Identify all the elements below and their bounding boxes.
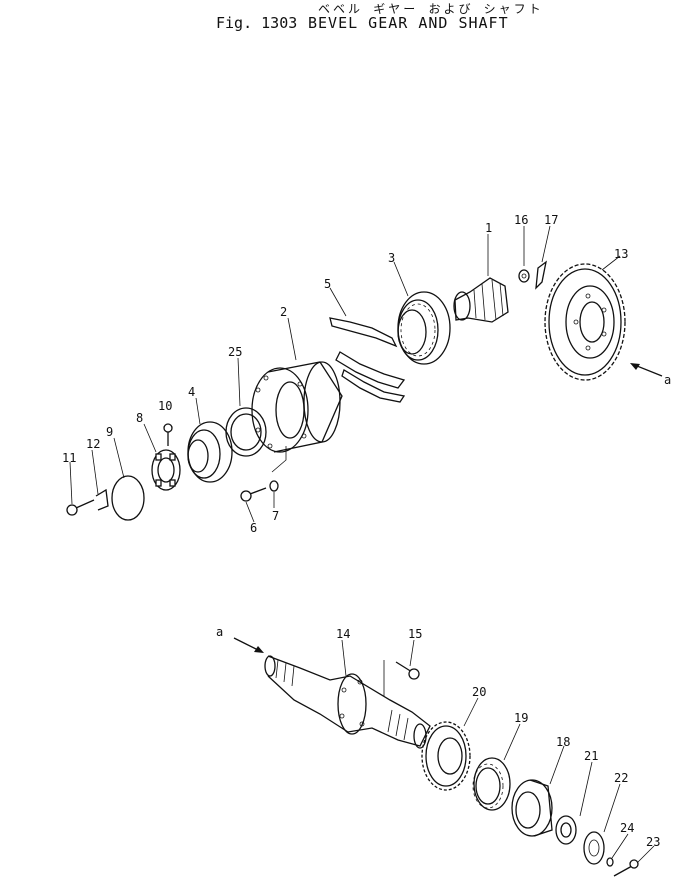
callout-7: 7 (272, 509, 279, 523)
diagram-title: BEVEL GEAR AND SHAFT (308, 14, 509, 32)
callout-8: 8 (136, 411, 143, 425)
callout-13: 13 (614, 247, 628, 261)
callout-6: 6 (250, 521, 257, 535)
callout-24: 24 (620, 821, 634, 835)
callout-14: 14 (336, 627, 350, 641)
connector-label-lower: a (216, 625, 223, 639)
connector-arrow-upper (630, 363, 663, 377)
part-1-bevel-pinion (453, 277, 509, 323)
part-8-locknut (151, 449, 181, 491)
part-24-washer (606, 857, 614, 867)
part-4-bearing (187, 421, 233, 483)
connector-arrow-lower (233, 637, 264, 653)
part-3-bearing (397, 291, 451, 365)
callout-1: 1 (485, 221, 492, 235)
part-6-bolt (240, 487, 267, 502)
part-2-housing (251, 361, 343, 473)
part-18-sleeve (511, 779, 553, 837)
part-22-lockplate (583, 831, 605, 865)
callout-16: 16 (514, 213, 528, 227)
callout-2: 2 (280, 305, 287, 319)
callout-18: 18 (556, 735, 570, 749)
figure-number: Fig. 1303 (216, 14, 298, 32)
callout-22: 22 (614, 771, 628, 785)
part-16-nut (518, 269, 530, 283)
callout-11: 11 (62, 451, 76, 465)
leader-lines-lower (341, 639, 655, 863)
part-13-ring-gear (544, 263, 626, 381)
callout-12: 12 (86, 437, 100, 451)
callout-23: 23 (646, 835, 660, 849)
callout-9: 9 (106, 425, 113, 439)
part-9-plate (111, 475, 145, 521)
part-23-bolt (613, 859, 639, 877)
part-14-shaft (264, 655, 431, 749)
callout-3: 3 (388, 251, 395, 265)
part-21-nut (555, 815, 577, 845)
leader-lines-upper (69, 225, 621, 523)
part-15-bolt (395, 661, 420, 680)
part-20-gear (421, 721, 471, 791)
part-5-shims (329, 317, 406, 403)
callout-15: 15 (408, 627, 422, 641)
callout-4: 4 (188, 385, 195, 399)
japanese-title: ベベル ギヤー および シャフト (318, 2, 544, 16)
callout-25: 25 (228, 345, 242, 359)
callout-20: 20 (472, 685, 486, 699)
part-19-bearing (472, 757, 511, 811)
part-7-washer (269, 480, 279, 492)
part-12-washer (95, 488, 109, 511)
callout-10: 10 (158, 399, 172, 413)
part-11-bolt (66, 499, 95, 516)
callout-19: 19 (514, 711, 528, 725)
part-17-pin (535, 260, 547, 290)
callout-5: 5 (324, 277, 331, 291)
part-10-bolt (163, 423, 173, 446)
connector-label-upper: a (664, 373, 671, 387)
callout-17: 17 (544, 213, 558, 227)
callout-21: 21 (584, 749, 598, 763)
